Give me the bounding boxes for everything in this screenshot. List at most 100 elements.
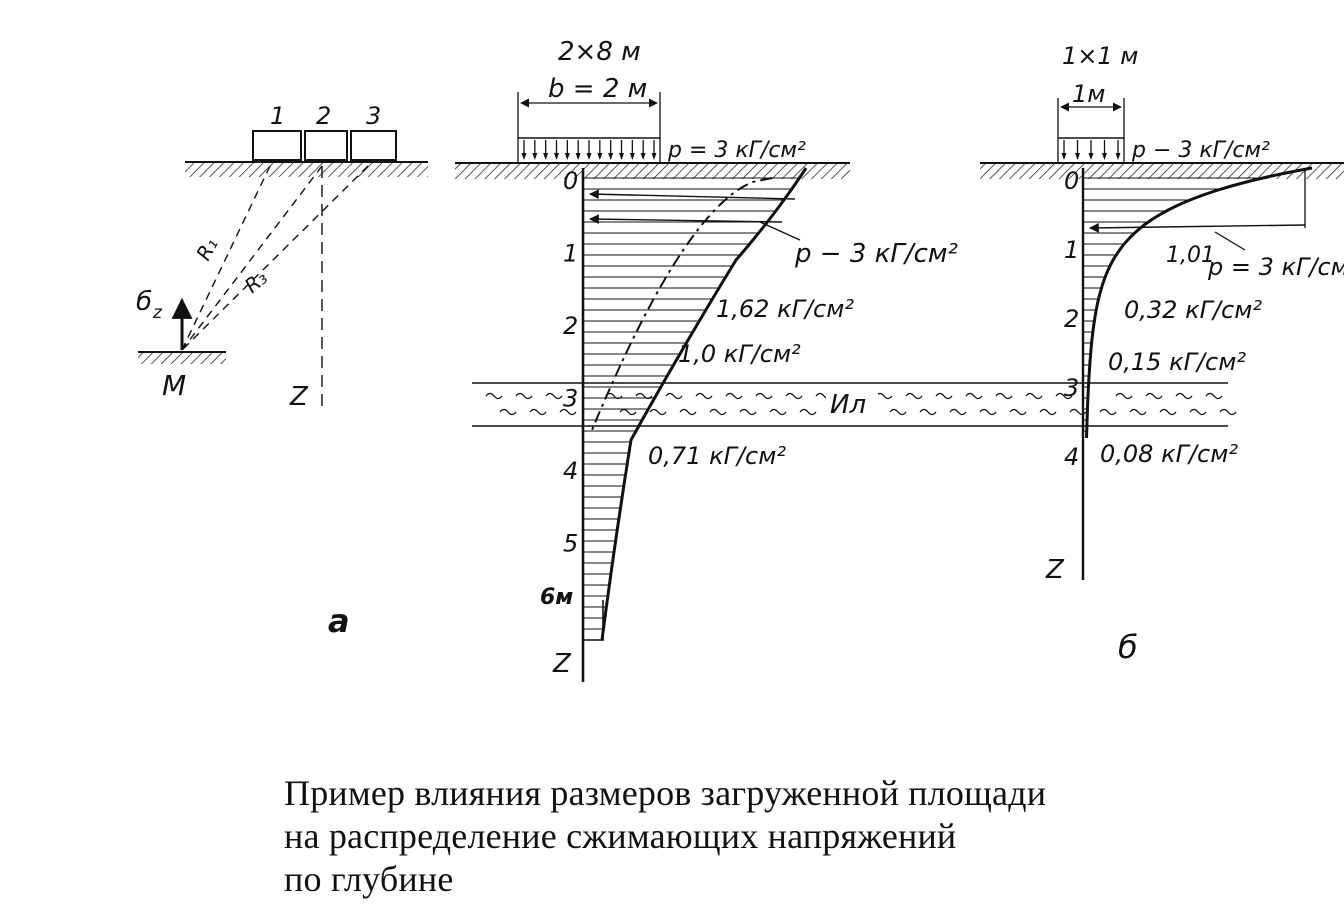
depth-label: 3 [1064,374,1079,402]
axis-z-b-label: Z [1045,555,1065,585]
silt-wave [935,392,953,400]
silt-wave [559,408,577,416]
silt-wave [1039,408,1057,416]
depth-label: 6м [540,585,573,610]
silt-wave [665,392,683,400]
r1-label: R₁ [191,234,222,265]
depth-label: 4 [563,457,578,485]
silt-wave [995,392,1013,400]
silt-wave [949,408,967,416]
silt-wave [1025,392,1043,400]
stress-label-b-0-08: 0,08 кГ/см² [1100,440,1238,468]
ground-hatch [185,163,428,177]
load-arrows-b [1061,140,1121,160]
footing-2-label: 2 [316,102,331,130]
footing-3-label: 3 [366,102,381,130]
depth-label: 3 [563,385,578,413]
silt-label: Ил [830,390,866,420]
sigma-label: б [136,287,152,317]
stress-hatch-main [583,177,800,641]
stress-diagram: 1 2 3 Z R₁ R₃ б z M а 2×8 м b = 2 м p = … [136,37,1344,682]
silt-wave [725,392,743,400]
silt-wave [1129,408,1147,416]
silt-wave [679,408,697,416]
panel-a: 1 2 3 Z R₁ R₃ б z M а [136,102,428,640]
width-label-main: b = 2 м [548,74,647,104]
footing-1-label: 1 [270,102,285,130]
silt-wave [1115,392,1133,400]
ray-r2 [181,165,323,351]
silt-wave [1189,408,1207,416]
footing-3 [350,130,397,161]
silt-wave [769,408,787,416]
silt-wave [515,392,533,400]
stress-curve-b [1085,166,1313,439]
load-arrows-main [521,140,657,160]
silt-wave [965,392,983,400]
stress-label-b-0-15: 0,15 кГ/см² [1108,348,1246,376]
footing-1 [252,130,302,161]
silt-wave [755,392,773,400]
figure-caption: Пример влияния размеров загруженной площ… [284,772,1184,901]
stress-label-b-1-01: 1,01 [1166,243,1215,268]
pressure-top-main: p = 3 кГ/см² [667,138,806,163]
ray-r3 [181,165,369,351]
ray-r1 [181,165,271,351]
silt-wave [919,408,937,416]
silt-wave [875,392,893,400]
axis-z-main-label: Z [552,649,572,679]
silt-wave [785,392,803,400]
depth-label: 4 [1064,443,1079,471]
stress-hatch-b [1083,177,1263,432]
depth-label: 5 [563,530,578,558]
depth-label: 1 [563,240,578,268]
pressure-top-b: p − 3 кГ/см² [1131,138,1270,163]
silt-wave [529,408,547,416]
panel-b-label: б [1118,628,1138,666]
silt-wave [499,408,517,416]
r3-label: R₃ [240,265,272,297]
ground-hatch-b [980,164,1344,179]
stress-label-1-62: 1,62 кГ/см² [716,295,854,323]
panel-main: 2×8 м b = 2 м p = 3 кГ/см² Ил 0 1 2 3 4 5 6м Z… [455,37,1237,682]
silt-wave [1175,392,1193,400]
silt-wave [1145,392,1163,400]
stress-curve-main-dashed [591,177,773,431]
silt-wave [545,392,563,400]
stress-curve-main [600,167,808,641]
size-label-main: 2×8 м [558,37,641,67]
silt-wave [695,392,713,400]
point-m-label: M [162,369,186,402]
pressure-curve-main: p − 3 кГ/см² [794,239,958,269]
axis-z-a-label: Z [289,382,309,412]
silt-wave [979,408,997,416]
stress-label-0-71: 0,71 кГ/см² [648,442,786,470]
silt-wave [1205,392,1223,400]
caption-line-1: Пример влияния размеров загруженной площ… [284,773,1047,813]
silt-wave [709,408,727,416]
silt-wave [889,408,907,416]
stress-label-b-0-32: 0,32 кГ/см² [1124,296,1262,324]
silt-wave [1219,408,1237,416]
caption-line-3: по глубине [284,859,454,899]
depth-label: 1 [1064,236,1079,264]
width-label-b: 1м [1072,80,1105,108]
silt-wave [649,408,667,416]
pressure-curve-b: p = 3 кГ/см² [1207,253,1344,281]
size-label-b: 1×1 м [1062,42,1138,70]
silt-wave [739,408,757,416]
depth-label: 0 [563,167,578,195]
silt-wave [485,392,503,400]
sigma-sub-label: z [152,303,163,323]
silt-wave [1055,392,1073,400]
silt-wave [799,408,817,416]
footing-2 [304,130,348,161]
silt-wave [619,408,637,416]
silt-wave [1159,408,1177,416]
silt-wave [1009,408,1027,416]
depth-label: 2 [1064,305,1079,333]
stress-label-1-0: 1,0 кГ/см² [678,340,801,368]
